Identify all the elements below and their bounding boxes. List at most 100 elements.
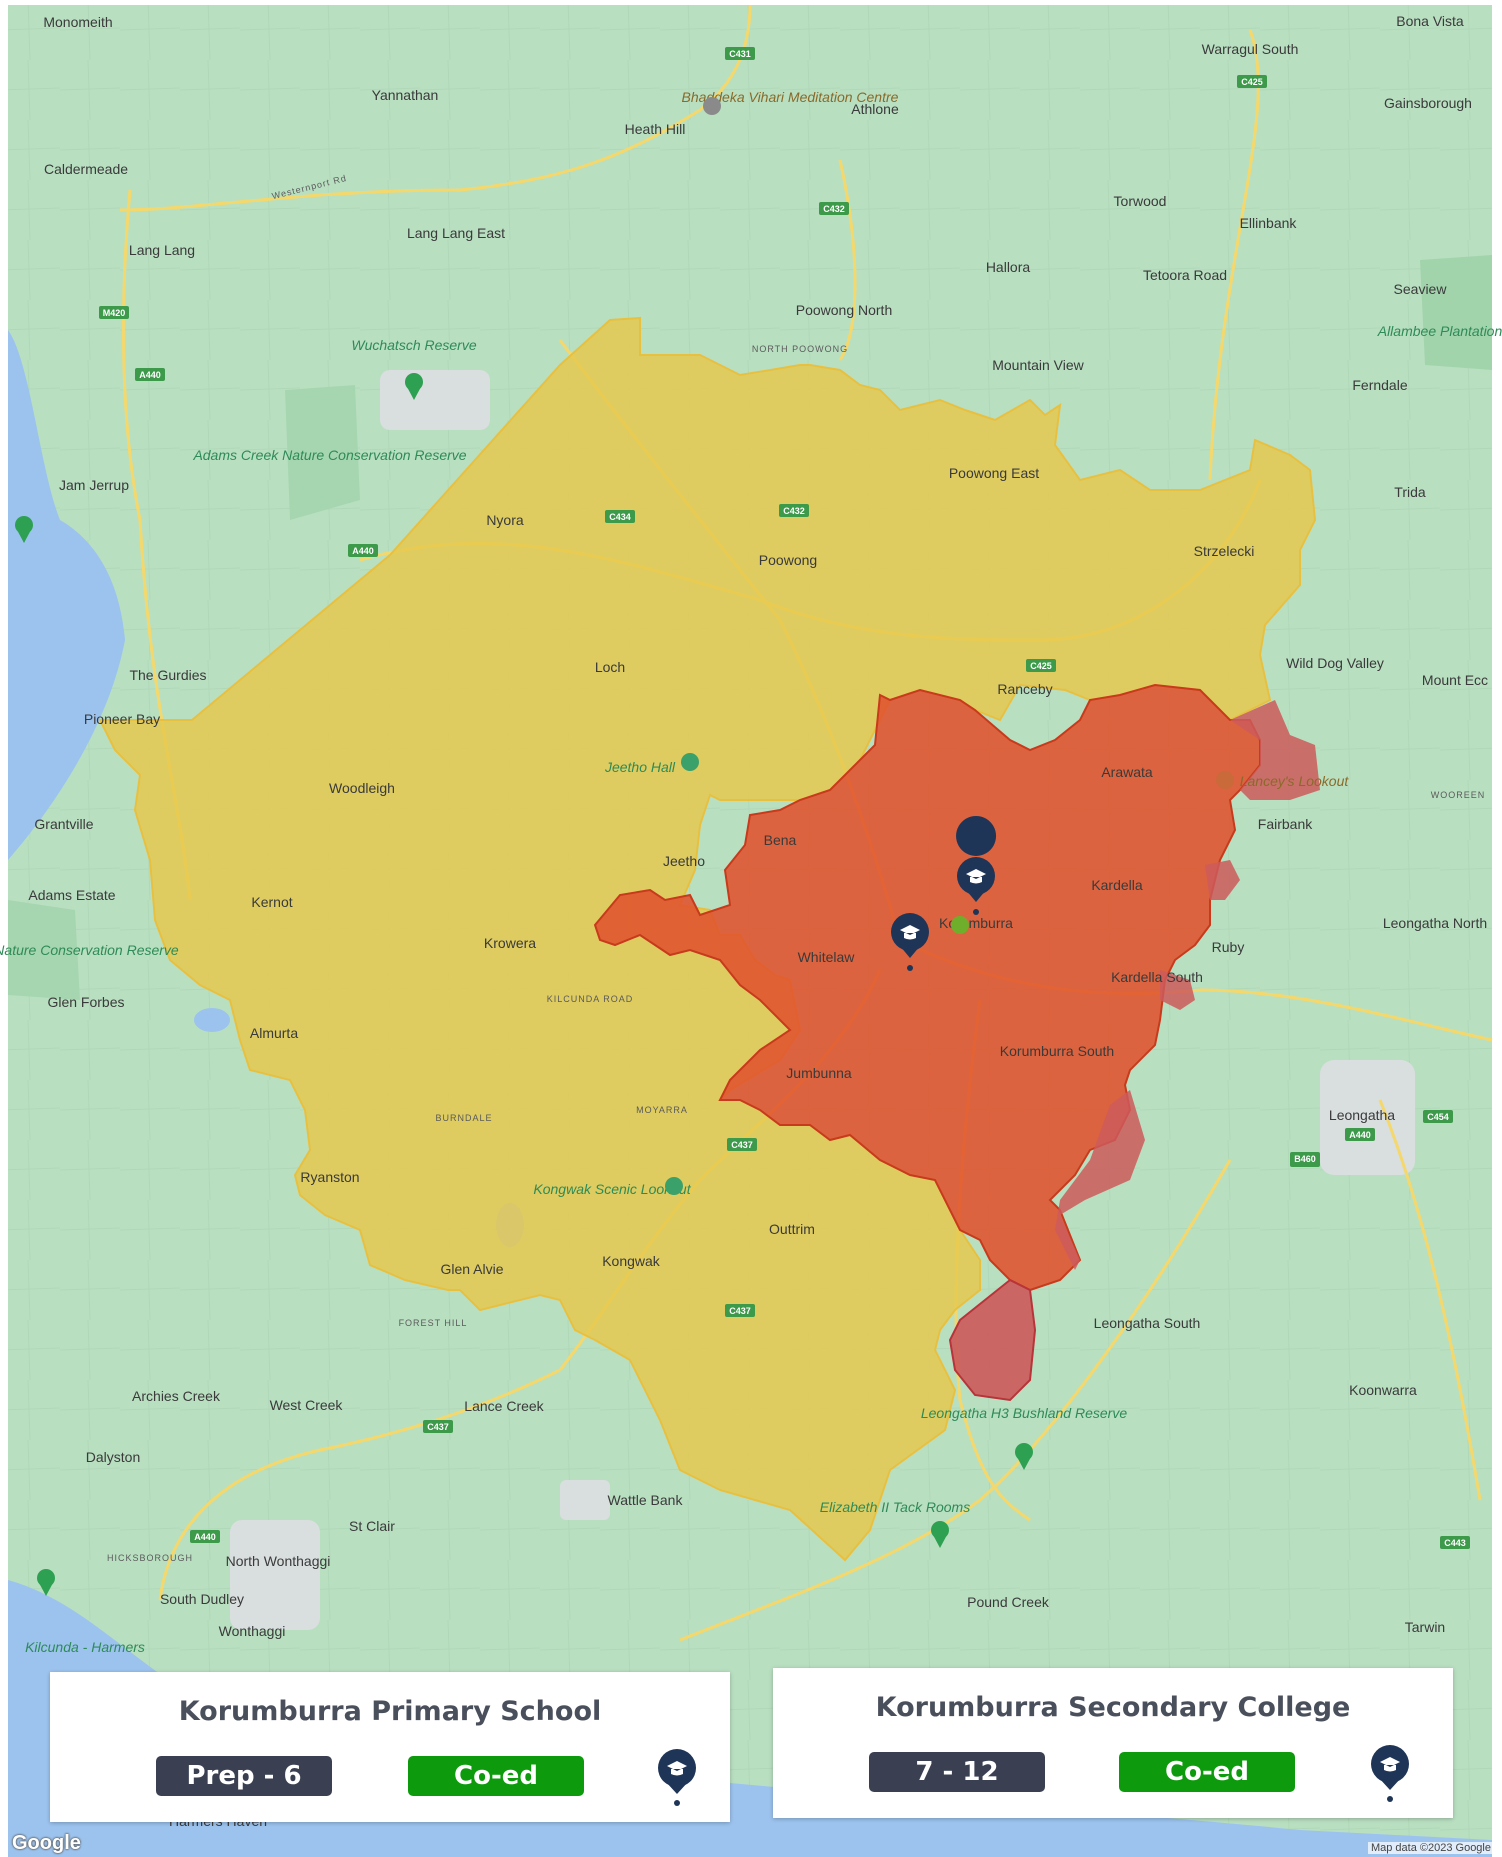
svg-text:M420: M420 (103, 308, 126, 318)
western-port-bay (8, 330, 125, 860)
place-label: Whitelaw (798, 949, 856, 965)
secondary-college-zone[interactable] (593, 683, 1261, 1292)
park-marker-icon[interactable] (931, 1521, 949, 1548)
school-pin-icon[interactable] (956, 816, 997, 915)
place-label: Strzelecki (1194, 543, 1255, 559)
svg-text:C431: C431 (729, 49, 751, 59)
park-marker-icon[interactable] (15, 516, 33, 543)
poi-label: Wuchatsch Reserve (351, 337, 476, 353)
adjacent-zone-east (1230, 700, 1320, 800)
svg-text:C425: C425 (1030, 661, 1052, 671)
place-label: Bena (764, 832, 797, 848)
place-label: Pound Creek (967, 1594, 1050, 1610)
street-label: WOOREEN (1431, 790, 1486, 800)
school-card-secondary[interactable]: Korumburra Secondary College 7 - 12 Co-e… (773, 1668, 1453, 1818)
place-label: Gainsborough (1384, 95, 1472, 111)
adjacent-zone-east-2 (1055, 860, 1240, 1270)
place-label: Poowong North (796, 302, 893, 318)
place-label: Jam Jerrup (59, 477, 129, 493)
svg-text:A440: A440 (352, 546, 374, 556)
street-label: BURNDALE (435, 1113, 492, 1123)
place-label: Mount Ecc (1422, 672, 1488, 688)
place-label: Korumburra South (1000, 1043, 1114, 1059)
place-label: Koonwarra (1349, 1382, 1417, 1398)
place-label: Glen Alvie (440, 1261, 503, 1277)
place-label: Arawata (1101, 764, 1153, 780)
road-badge: A440 (190, 1530, 220, 1543)
place-label: St Clair (349, 1518, 395, 1534)
school-pin-icon[interactable] (656, 1748, 698, 1806)
place-label: Lang Lang (129, 242, 195, 258)
place-label: Poowong East (949, 465, 1039, 481)
poi-label: Jeetho Hall (604, 759, 676, 775)
poi-label: Kilcunda - Harmers (25, 1639, 145, 1655)
svg-text:A440: A440 (194, 1532, 216, 1542)
school-name: Korumburra Secondary College (875, 1692, 1351, 1723)
place-label: Glen Forbes (47, 994, 124, 1010)
place-label: Ferndale (1352, 377, 1407, 393)
place-label: Tetoora Road (1143, 267, 1227, 283)
place-label: Dalyston (86, 1449, 140, 1465)
poi-label: Adams Creek Nature Conservation Reserve (192, 447, 466, 463)
lookout-marker-icon[interactable] (1216, 771, 1234, 789)
school-pin-icon[interactable] (1369, 1744, 1411, 1802)
place-label: Fairbank (1258, 816, 1313, 832)
adjacent-zone-south (948, 1278, 1037, 1402)
svg-text:C432: C432 (783, 506, 805, 516)
place-label: Kongwak (602, 1253, 661, 1269)
road-badge: C454 (1423, 1110, 1453, 1123)
temple-marker-icon[interactable] (703, 97, 721, 115)
road-badge: A440 (135, 368, 165, 381)
road-badge: A440 (1345, 1128, 1375, 1141)
place-label: South Dudley (160, 1591, 244, 1607)
school-card-primary[interactable]: Korumburra Primary School Prep - 6 Co-ed (50, 1672, 730, 1822)
park-marker-icon[interactable] (405, 373, 423, 400)
svg-text:C437: C437 (427, 1422, 449, 1432)
place-label: Poowong (759, 552, 817, 568)
place-label: Yannathan (372, 87, 439, 103)
place-label: Wattle Bank (608, 1492, 684, 1508)
place-label: Kernot (251, 894, 292, 910)
svg-text:A440: A440 (139, 370, 161, 380)
road-badge: C431 (725, 47, 755, 60)
place-label: Almurta (250, 1025, 298, 1041)
place-label: Jeetho (663, 853, 705, 869)
place-label: Monomeith (43, 14, 112, 30)
svg-text:C437: C437 (729, 1306, 751, 1316)
road-badge: C434 (605, 510, 635, 523)
svg-text:C437: C437 (731, 1140, 753, 1150)
place-label: West Creek (270, 1397, 344, 1413)
lookout-marker-icon[interactable] (665, 1177, 683, 1195)
road-badge: M420 (99, 306, 129, 319)
place-label: The Gurdies (129, 667, 206, 683)
place-label: Outtrim (769, 1221, 815, 1237)
poi-label: Allambee Plantation (1377, 323, 1502, 339)
place-label: Lance Creek (464, 1398, 544, 1414)
place-label: North Wonthaggi (226, 1553, 331, 1569)
place-label: Heath Hill (625, 121, 686, 137)
school-pin-icon[interactable] (891, 913, 929, 971)
place-label: Wonthaggi (219, 1623, 286, 1639)
street-label: NORTH POOWONG (752, 344, 848, 354)
place-label: Caldermeade (44, 161, 128, 177)
road-badge: A440 (348, 544, 378, 557)
place-label: Adams Estate (28, 887, 115, 903)
road-badge: C425 (1237, 75, 1267, 88)
google-logo: Google (12, 1832, 81, 1854)
park-marker-icon[interactable] (1015, 1443, 1033, 1470)
place-label: Torwood (1114, 193, 1167, 209)
place-label: Wild Dog Valley (1286, 655, 1384, 671)
poi-label: Bhaddeka Vihari Meditation Centre (682, 89, 899, 105)
place-label: Seaview (1394, 281, 1448, 297)
place-label: Bona Vista (1396, 13, 1464, 29)
place-label: Trida (1394, 484, 1426, 500)
road-badge: C443 (1440, 1536, 1470, 1549)
place-label: Mountain View (992, 357, 1084, 373)
place-label: Ranceby (997, 681, 1052, 697)
place-label: Archies Creek (132, 1388, 221, 1404)
park-marker-icon[interactable] (37, 1569, 55, 1596)
road-badge: C425 (1026, 659, 1056, 672)
hall-marker-icon[interactable] (681, 753, 699, 771)
place-label: Krowera (484, 935, 536, 951)
